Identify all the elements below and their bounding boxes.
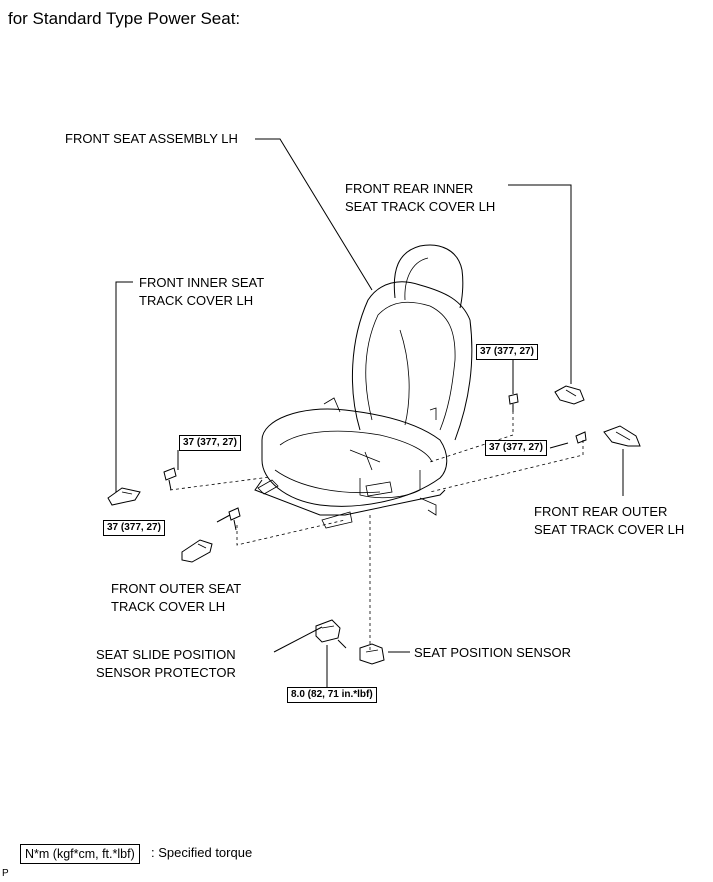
label-front-seat-assembly: FRONT SEAT ASSEMBLY LH xyxy=(65,131,238,146)
label-rear-outer-cover-line2: SEAT TRACK COVER LH xyxy=(534,522,685,537)
seat-position-sensor xyxy=(359,643,385,665)
page-heading: for Standard Type Power Seat: xyxy=(8,9,241,28)
label-slide-protector-line1: SEAT SLIDE POSITION xyxy=(96,647,236,662)
torque-box-right-lower: 37 (377, 27) xyxy=(485,440,547,456)
bolts xyxy=(163,393,587,649)
front-rear-outer-seat-track-cover xyxy=(603,425,641,447)
seat-slide-position-sensor-protector xyxy=(315,619,341,643)
label-rear-inner-cover-line2: SEAT TRACK COVER LH xyxy=(345,199,496,214)
legend-torque-text: : Specified torque xyxy=(151,845,253,860)
torque-box-sensor: 8.0 (82, 71 in.*lbf) xyxy=(287,687,377,703)
label-slide-protector-line2: SENSOR PROTECTOR xyxy=(96,665,236,680)
leader-lines xyxy=(115,138,624,688)
label-rear-outer-cover-line1: FRONT REAR OUTER xyxy=(534,504,668,519)
torque-box-left-upper: 37 (377, 27) xyxy=(179,435,241,451)
torque-box-left-lower: 37 (377, 27) xyxy=(103,520,165,536)
front-inner-seat-track-cover xyxy=(107,487,141,506)
front-rear-inner-seat-track-cover xyxy=(554,385,585,405)
front-outer-seat-track-cover xyxy=(181,539,213,563)
label-inner-cover-line1: FRONT INNER SEAT xyxy=(139,275,265,290)
label-rear-inner-cover-line1: FRONT REAR INNER xyxy=(345,181,474,196)
label-outer-cover-line1: FRONT OUTER SEAT xyxy=(111,581,242,596)
front-seat-assembly xyxy=(254,244,473,529)
label-inner-cover-line2: TRACK COVER LH xyxy=(139,293,254,308)
label-outer-cover-line2: TRACK COVER LH xyxy=(111,599,226,614)
label-seat-position-sensor: SEAT POSITION SENSOR xyxy=(414,645,571,660)
legend-torque-box: N*m (kgf*cm, ft.*lbf) xyxy=(20,844,140,864)
footer-code: P xyxy=(2,868,9,879)
torque-box-right-upper: 37 (377, 27) xyxy=(476,344,538,360)
dashed-lines xyxy=(169,405,584,650)
